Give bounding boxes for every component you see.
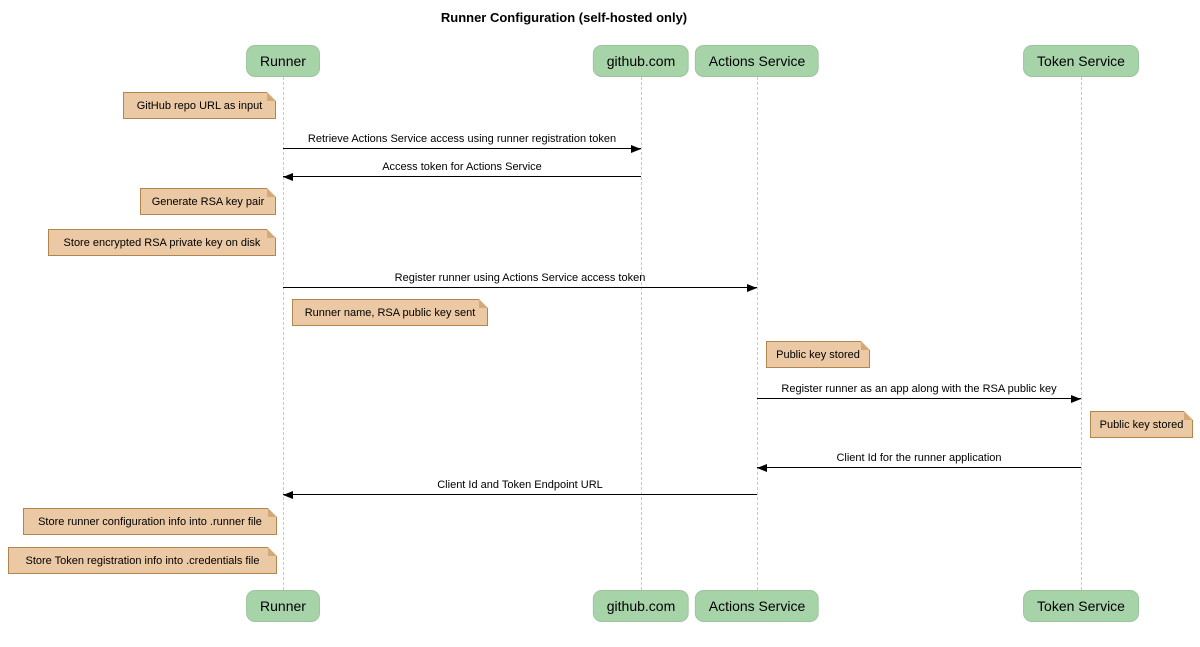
arrowhead-icon bbox=[631, 145, 641, 153]
participant-bottom-token-service: Token Service bbox=[1023, 590, 1139, 622]
participant-top-github-com: github.com bbox=[592, 45, 690, 77]
note-1-github-repo-url-as-input: GitHub repo URL as input bbox=[123, 92, 276, 119]
message-label-6: Client Id and Token Endpoint URL bbox=[437, 479, 603, 491]
note-4-runner-name-rsa-public-key-sen: Runner name, RSA public key sent bbox=[292, 299, 488, 326]
participant-top-token-service: Token Service bbox=[1023, 45, 1139, 77]
message-label-1: Retrieve Actions Service access using ru… bbox=[307, 133, 617, 145]
diagram-title: Runner Configuration (self-hosted only) bbox=[440, 10, 688, 25]
arrowhead-icon bbox=[283, 491, 293, 499]
note-2-generate-rsa-key-pair: Generate RSA key pair bbox=[140, 188, 276, 215]
message-line-5 bbox=[757, 467, 1081, 468]
note-6-public-key-stored: Public key stored bbox=[1090, 411, 1193, 438]
note-7-store-runner-configuration-inf: Store runner configuration info into .ru… bbox=[23, 508, 277, 535]
participant-top-actions-service: Actions Service bbox=[694, 45, 820, 77]
note-3-store-encrypted-rsa-private-ke: Store encrypted RSA private key on disk bbox=[48, 229, 276, 256]
arrowhead-icon bbox=[283, 173, 293, 181]
message-line-2 bbox=[283, 176, 641, 177]
message-line-6 bbox=[283, 494, 757, 495]
message-label-4: Register runner as an app along with the… bbox=[781, 383, 1057, 395]
note-8-store-token-registration-info-: Store Token registration info into .cred… bbox=[8, 547, 277, 574]
participant-bottom-github-com: github.com bbox=[592, 590, 690, 622]
arrowhead-icon bbox=[747, 284, 757, 292]
arrowhead-icon bbox=[757, 464, 767, 472]
lifeline-github-com bbox=[641, 77, 642, 590]
participant-bottom-runner: Runner bbox=[246, 590, 320, 622]
arrowhead-icon bbox=[1071, 395, 1081, 403]
lifeline-token-service bbox=[1081, 77, 1082, 590]
message-label-3: Register runner using Actions Service ac… bbox=[394, 272, 646, 284]
lifeline-runner bbox=[283, 77, 284, 590]
message-label-5: Client Id for the runner application bbox=[836, 452, 1002, 464]
lifeline-actions-service bbox=[757, 77, 758, 590]
participant-top-runner: Runner bbox=[246, 45, 320, 77]
note-5-public-key-stored: Public key stored bbox=[766, 341, 870, 368]
message-label-2: Access token for Actions Service bbox=[382, 161, 542, 173]
participant-bottom-actions-service: Actions Service bbox=[694, 590, 820, 622]
message-line-3 bbox=[283, 287, 757, 288]
message-line-4 bbox=[757, 398, 1081, 399]
message-line-1 bbox=[283, 148, 641, 149]
